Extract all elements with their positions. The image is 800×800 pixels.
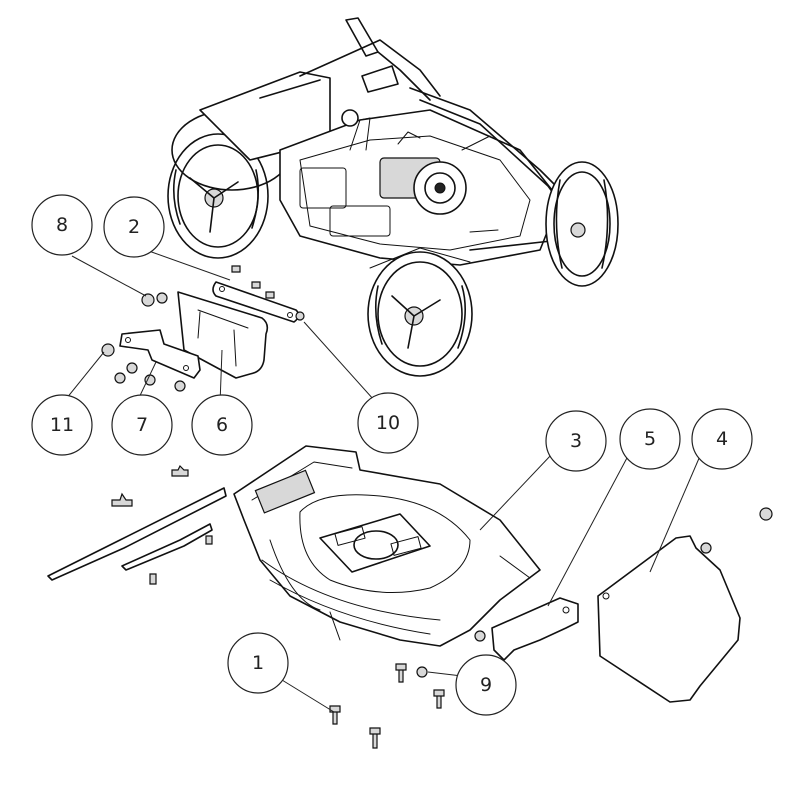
callout-5: 5 [619,408,681,470]
blade-assembly [47,464,227,585]
callout-11: 11 [31,394,93,456]
callout-8-label: 8 [56,214,68,236]
lower-blade [121,523,213,571]
callout-8: 8 [31,194,93,256]
fasteners-left [101,265,305,392]
deck-bolts [329,630,486,749]
callout-6: 6 [191,394,253,456]
callout-9-label: 9 [480,674,492,696]
mower-chassis-assembly [167,17,619,377]
upper-blade [47,487,227,581]
callout-4: 4 [691,408,753,470]
callout-6-label: 6 [216,414,228,436]
part-5-deflector-strip [491,597,579,661]
callout-1-label: 1 [252,652,264,674]
callout-11-label: 11 [50,414,74,436]
callout-2: 2 [103,196,165,258]
callout-5-label: 5 [644,428,656,450]
front-bracket-group [101,265,305,392]
part-7-bracket [119,329,201,379]
callout-7-label: 7 [136,414,148,436]
callout-9: 9 [455,654,517,716]
callout-3: 3 [545,410,607,472]
callout-7: 7 [111,394,173,456]
callout-2-label: 2 [128,216,140,238]
part-3-cutting-deck [233,445,541,647]
chassis-body [199,71,561,266]
front-wheel [367,247,473,377]
callout-10: 10 [357,392,419,454]
callout-4-label: 4 [716,428,728,450]
rear-right-wheel [545,161,619,287]
callout-3-label: 3 [570,430,582,452]
part-4-cover-plate [597,507,773,703]
callout-10-label: 10 [376,412,400,434]
callout-1: 1 [227,632,289,694]
